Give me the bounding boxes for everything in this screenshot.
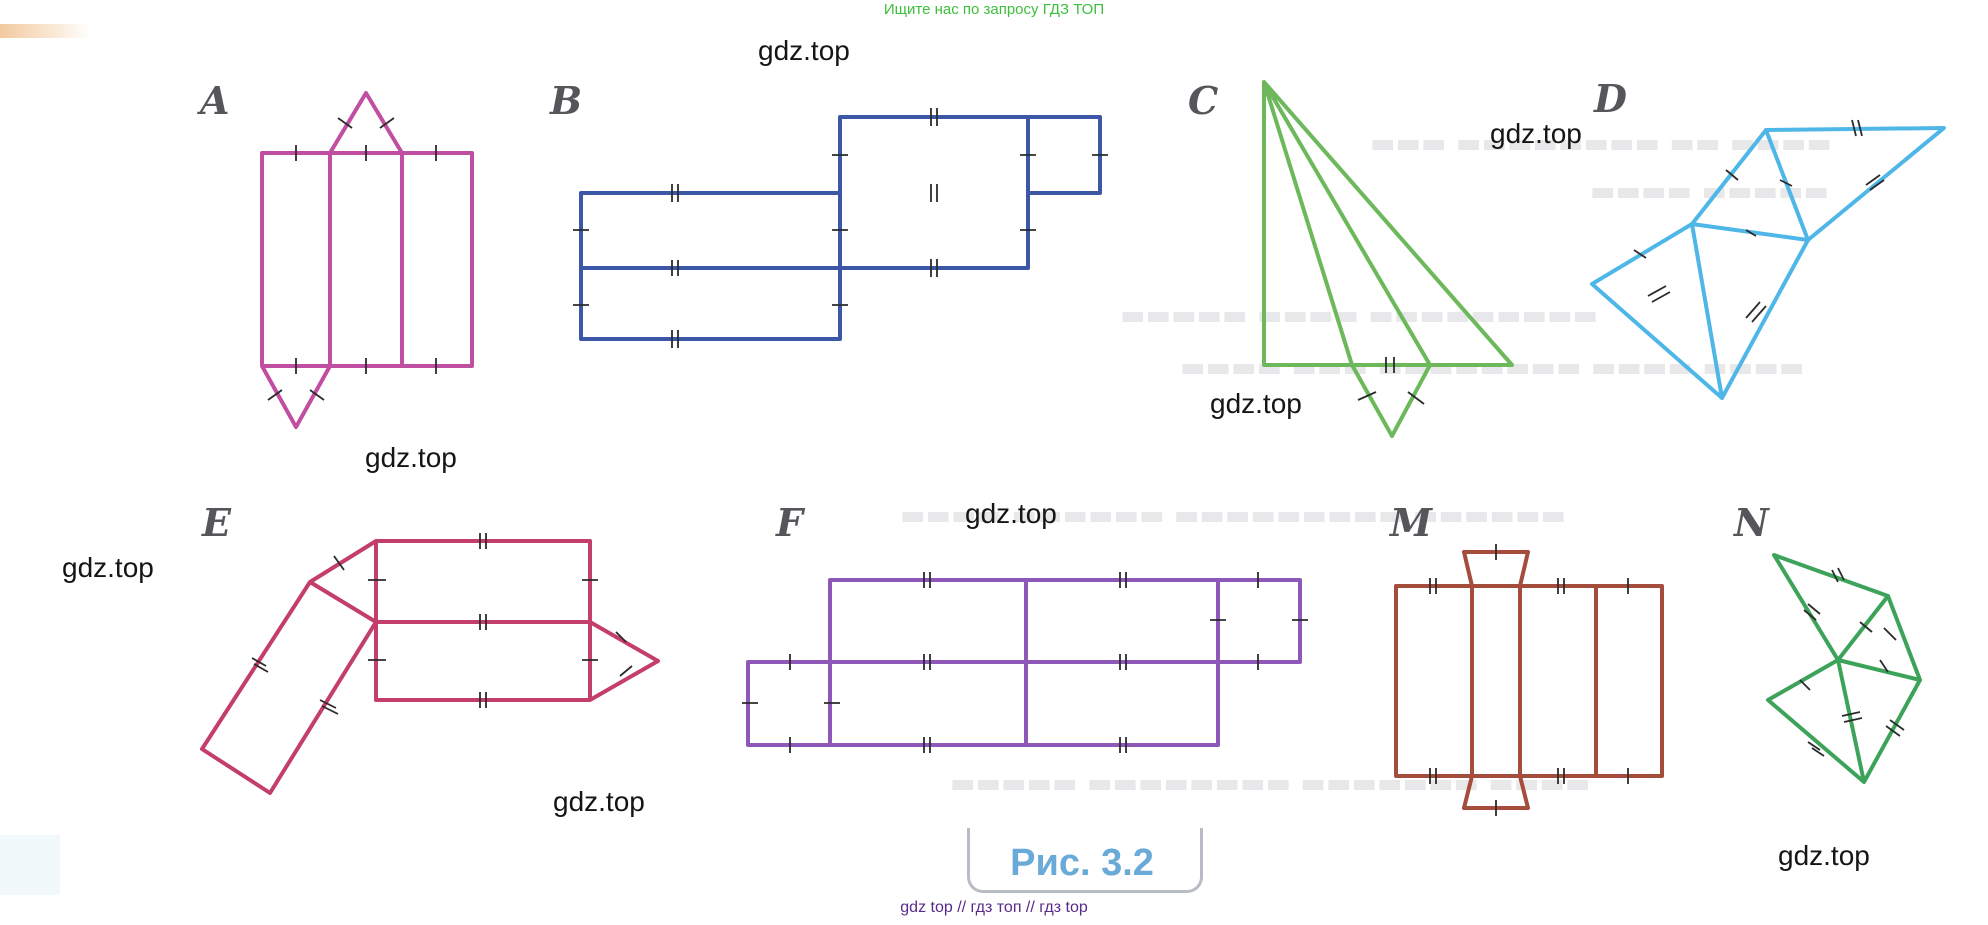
figure-label-m: M: [1390, 500, 1433, 545]
net-b-ticks: [573, 108, 1108, 348]
net-a-ticks: [267, 117, 437, 401]
watermark: gdz.top: [758, 35, 850, 66]
watermark: gdz.top: [365, 442, 457, 473]
figure-label-f: F: [776, 500, 803, 545]
net-f-outline: [746, 578, 1302, 747]
bleed-through-line: ▬▬▬▬ ▬▬▬▬▬▬ ▬▬▬▬▬▬▬▬▬ ▬▬▬▬▬▬: [900, 500, 1566, 531]
watermark: gdz.top: [965, 498, 1057, 529]
caption-frame: [967, 828, 1203, 893]
net-c-outline: [1262, 80, 1514, 438]
figure-label-d: D: [1594, 76, 1627, 121]
scan-edge-decoration: [0, 835, 60, 895]
bleed-through-line: ▬▬▬▬▬ ▬▬▬▬▬▬▬▬ ▬▬▬▬▬▬▬ ▬▬▬▬: [950, 768, 1591, 799]
net-d: [1590, 119, 1946, 400]
net-e-ticks: [251, 533, 633, 715]
net-f-ticks: [742, 572, 1308, 753]
figure-label-a: A: [200, 78, 230, 123]
net-m-outline: [1394, 550, 1664, 810]
net-d-outline: [1590, 126, 1946, 400]
figure-label-b: B: [550, 78, 583, 123]
net-c: [1262, 80, 1514, 438]
watermark: gdz.top: [553, 786, 645, 817]
watermark: gdz.top: [62, 552, 154, 583]
net-m-ticks: [1429, 544, 1629, 816]
net-c-ticks: [1357, 357, 1425, 405]
net-a: [260, 91, 474, 429]
figure-caption: Рис. 3.2: [1010, 842, 1154, 884]
figure-label-e: E: [202, 500, 231, 545]
figure-label-c: C: [1188, 78, 1219, 123]
net-f: [742, 572, 1308, 753]
watermark: gdz.top: [1490, 118, 1582, 149]
net-n: [1766, 553, 1922, 784]
footer-links[interactable]: gdz top // гдз топ // гдз top: [900, 899, 1088, 916]
watermark: gdz.top: [1778, 840, 1870, 871]
top-banner[interactable]: Ищите нас по запросу ГДЗ ТОП: [883, 1, 1105, 18]
net-m: [1394, 544, 1664, 816]
page-corner-decoration: [0, 24, 90, 38]
net-e-outline: [200, 539, 660, 795]
bleed-through-line: ▬▬▬▬▬ ▬▬▬▬ ▬▬▬▬▬▬▬▬▬: [1120, 300, 1598, 331]
net-e: [200, 533, 660, 795]
net-n-ticks: [1799, 567, 1905, 757]
watermark: gdz.top: [1210, 388, 1302, 419]
figure-label-n: N: [1734, 500, 1769, 545]
net-d-ticks: [1633, 119, 1885, 323]
net-b: [573, 108, 1108, 348]
net-n-outline: [1766, 553, 1922, 784]
net-a-outline: [260, 91, 474, 429]
